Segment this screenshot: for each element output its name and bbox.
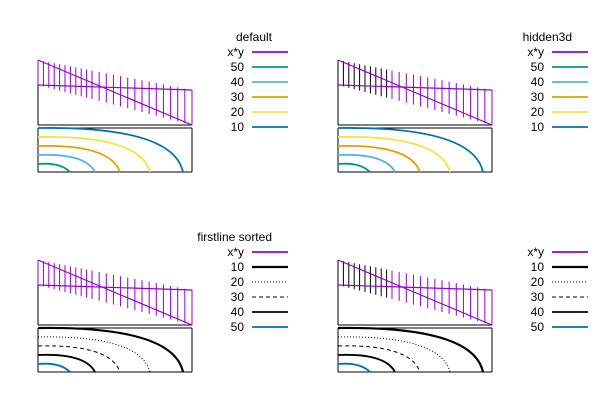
contour-level-30 <box>337 345 421 373</box>
contour-level-40 <box>337 153 396 173</box>
panel-title: firstline sorted <box>197 230 272 244</box>
panel-title: hidden3d <box>523 30 572 44</box>
legend-label: x*y <box>227 45 244 59</box>
legend-label: 40 <box>531 305 545 319</box>
contour-level-20 <box>37 136 151 173</box>
legend-label: x*y <box>527 245 544 259</box>
contour-level-50 <box>337 162 371 173</box>
contour-level-50 <box>37 362 71 373</box>
contour-level-10 <box>37 127 184 173</box>
legend-label: 30 <box>531 290 545 304</box>
contour-level-40 <box>337 353 396 373</box>
contour-level-10 <box>37 326 185 373</box>
surface-mesh <box>37 59 193 126</box>
mesh-diagonal-b <box>337 84 493 91</box>
legend-label: 10 <box>231 260 245 274</box>
contour-level-20 <box>337 136 451 173</box>
legend-label: 30 <box>231 90 245 104</box>
contour-level-10 <box>337 326 485 373</box>
surface-mesh <box>37 259 193 326</box>
legend-label: 40 <box>531 75 545 89</box>
contour-level-30 <box>37 145 121 173</box>
legend-label: x*y <box>227 245 244 259</box>
mesh-diagonal-b <box>37 284 193 291</box>
mesh-diagonal-a <box>37 59 193 126</box>
legend-label: 40 <box>231 75 245 89</box>
mesh-diagonal-a <box>37 259 193 326</box>
legend-label: 10 <box>531 260 545 274</box>
legend-label: 20 <box>531 275 545 289</box>
legend-label: 10 <box>231 120 245 134</box>
contour-curves <box>337 326 485 373</box>
contour-level-10 <box>337 127 484 173</box>
contour-level-20 <box>37 336 151 373</box>
mesh-diagonal-a <box>337 259 493 326</box>
contour-level-20 <box>337 336 451 373</box>
panel-title: default <box>236 30 273 44</box>
contour-level-50 <box>337 362 371 373</box>
contour-level-40 <box>37 353 96 373</box>
surface-mesh <box>337 259 493 326</box>
legend-label: 10 <box>531 120 545 134</box>
legend-label: x*y <box>527 45 544 59</box>
legend-label: 50 <box>231 320 245 334</box>
contour-level-30 <box>337 145 421 173</box>
contour-curves <box>337 127 484 173</box>
surface-mesh <box>337 59 493 126</box>
contour-curves <box>37 326 185 373</box>
legend-label: 30 <box>531 90 545 104</box>
legend-label: 40 <box>231 305 245 319</box>
contour-curves <box>37 127 184 173</box>
contour-level-50 <box>37 162 71 173</box>
contour-level-30 <box>37 345 121 373</box>
legend-label: 20 <box>231 105 245 119</box>
legend-label: 20 <box>231 275 245 289</box>
mesh-diagonal-b <box>337 284 493 291</box>
contour-level-40 <box>37 153 96 173</box>
legend-label: 30 <box>231 290 245 304</box>
legend-label: 50 <box>531 320 545 334</box>
legend-label: 50 <box>531 60 545 74</box>
mesh-diagonal-b <box>37 84 193 91</box>
mesh-diagonal-a <box>337 59 493 126</box>
legend-label: 20 <box>531 105 545 119</box>
legend-label: 50 <box>231 60 245 74</box>
